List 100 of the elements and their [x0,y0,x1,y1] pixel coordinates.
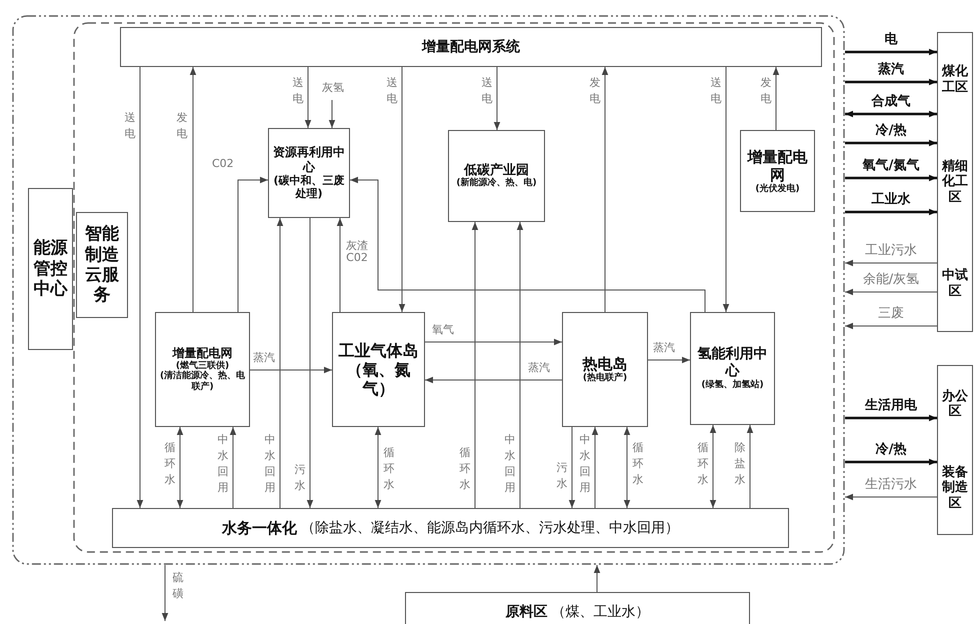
edge-label: 灰氢 [322,82,344,94]
edge-label: 氧气/氮气 [862,159,920,174]
arrow [746,424,754,508]
arrow [845,78,937,86]
edge-label: 送电 [386,75,398,107]
box-subtitle: (新能源冷、热、电) [455,178,538,190]
arrow [176,426,184,508]
arrow [304,66,312,128]
box-title: 增量配电网 [746,148,808,184]
edge-label: 蒸汽 [253,352,275,364]
area-label: 精细化工区 [940,158,969,206]
arrow [230,426,236,508]
arrow [336,218,344,312]
arrow [306,218,314,508]
arrow [845,208,937,216]
arrow [424,338,562,346]
arrow [844,260,938,266]
box-subtitle: (清洁能源冷、热、电联产) [158,371,246,393]
edge-label: 中水回用 [504,432,516,496]
edge-label: 中水回用 [264,432,276,496]
process-box [268,128,350,218]
arrow [722,66,730,312]
arrow [845,48,937,56]
arrow [845,458,937,466]
box-title: 增量配电网系统 [420,38,521,56]
process-box [76,212,128,318]
process-box [405,592,750,624]
box-subtitle: (燃气三联供) [176,360,230,370]
edge-label: 送电 [124,110,136,142]
arrow [648,356,690,364]
process-box [937,32,973,332]
arrow [602,66,608,312]
box-subtitle: (光伏发电) [754,184,801,194]
arrow [844,494,938,500]
edge-label: 工业水 [872,193,910,208]
edge-label: 循环水 [383,445,395,493]
arrow [472,222,478,508]
edge-label: 循环水 [697,440,709,488]
arrow [845,110,937,118]
arrow [276,218,284,508]
edge-label: 中水回用 [579,432,591,496]
process-box [448,130,545,222]
arrow [190,66,196,312]
edge-label: 合成气 [872,95,910,110]
edge-label: 送电 [481,75,493,107]
process-box [28,188,73,350]
arrow [424,376,562,384]
area-label: 中试区 [941,268,969,300]
edge-label: 氧气 [432,324,454,336]
edge-label: 冷/热 [876,443,906,458]
arrow [594,564,600,592]
edge-label: 除盐水 [734,440,746,488]
arrow [350,176,706,312]
box-title: 原料区 [504,604,548,620]
edge-label: 工业污水 [865,244,917,258]
box-subtitle: （除盐水、凝结水、能源岛内循环水、污水处理、中水回用） [300,520,680,536]
edge-label: 中水回用 [217,432,229,496]
edge-label: 循环水 [164,440,176,488]
edge-label: 送电 [710,75,722,107]
edge-label: 循环水 [632,440,644,488]
edge-label: 生活用电 [865,399,917,414]
process-box [155,312,250,427]
arrow [398,66,406,312]
box-title: 资源再利用中心 [272,145,346,174]
arrow [844,288,938,296]
edge-label: 污水 [556,460,568,492]
edge-label: 生活污水 [865,478,917,492]
arrow [250,366,332,374]
edge-label: 发电 [760,75,772,107]
arrow [162,564,168,622]
edge-label: 蒸汽 [528,362,550,374]
edge-label: 灰渣 C02 [345,240,369,264]
box-title: 增量配电网 [171,346,234,360]
box-subtitle: (热电联产) [582,373,628,384]
process-box [690,312,775,425]
edge-label: 发电 [176,110,188,142]
edge-label: 电 [884,33,898,48]
edge-label: 循环水 [459,445,471,493]
process-box [562,312,648,427]
arrow [238,176,268,312]
arrow [494,66,500,130]
edge-label: 发电 [589,75,601,107]
edge-label: C02 [212,158,234,170]
edge-label: 蒸汽 [878,63,904,78]
process-box [120,27,822,67]
arrow [845,140,937,146]
area-label: 装备制造区 [940,464,969,512]
arrow [136,66,144,508]
box-title: 水务一体化 [220,519,298,537]
box-title: 工业气体岛（氧、氮气） [338,340,420,398]
arrow [592,426,598,508]
arrow [624,426,630,508]
arrow [374,426,382,508]
arrow [516,222,524,508]
box-title: 智能制造云服务 [84,224,120,306]
process-box [937,365,973,535]
process-box [740,130,815,212]
box-subtitle: (碳中和、三废处理) [272,174,346,201]
edge-label: 蒸汽 [653,342,675,354]
edge-label: 送电 [292,75,304,107]
